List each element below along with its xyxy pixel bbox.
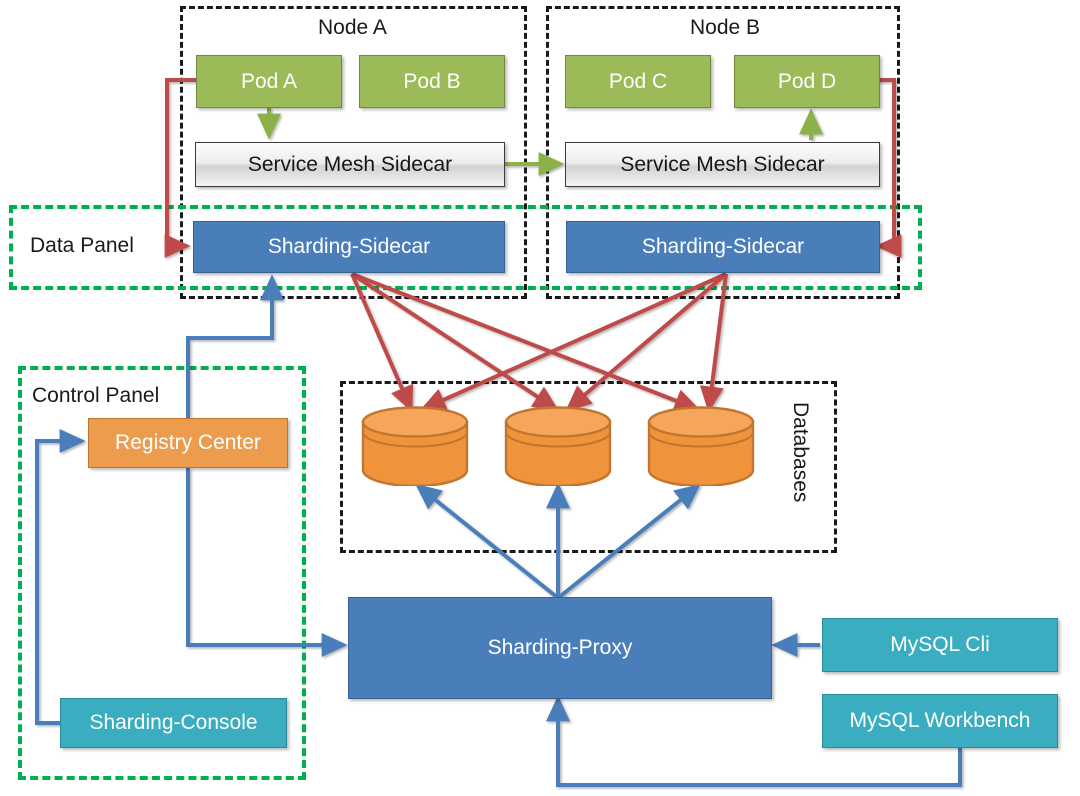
node-pod-c[interactable]: Pod C: [565, 55, 711, 108]
node-service-mesh-sidecar-b[interactable]: Service Mesh Sidecar: [565, 142, 880, 187]
database-1: [361, 406, 469, 486]
node-registry-center[interactable]: Registry Center: [88, 418, 288, 468]
group-label-data-panel: Data Panel: [30, 234, 134, 257]
node-sharding-proxy[interactable]: Sharding-Proxy: [348, 597, 772, 699]
node-sharding-sidecar-a[interactable]: Sharding-Sidecar: [193, 221, 505, 273]
node-pod-d[interactable]: Pod D: [734, 55, 880, 108]
group-label-node-b: Node B: [690, 16, 761, 39]
node-mysql-workbench[interactable]: MySQL Workbench: [822, 694, 1058, 748]
node-service-mesh-sidecar-a[interactable]: Service Mesh Sidecar: [195, 142, 505, 187]
node-sharding-console[interactable]: Sharding-Console: [60, 698, 287, 748]
group-label-databases: Databases: [789, 402, 812, 503]
group-label-control-panel: Control Panel: [32, 384, 160, 407]
node-pod-b[interactable]: Pod B: [359, 55, 505, 108]
database-2: [504, 406, 612, 486]
node-mysql-cli[interactable]: MySQL Cli: [822, 618, 1058, 672]
node-pod-a[interactable]: Pod A: [196, 55, 342, 108]
group-label-node-a: Node A: [318, 16, 387, 39]
database-3: [647, 406, 755, 486]
node-sharding-sidecar-b[interactable]: Sharding-Sidecar: [566, 221, 880, 273]
